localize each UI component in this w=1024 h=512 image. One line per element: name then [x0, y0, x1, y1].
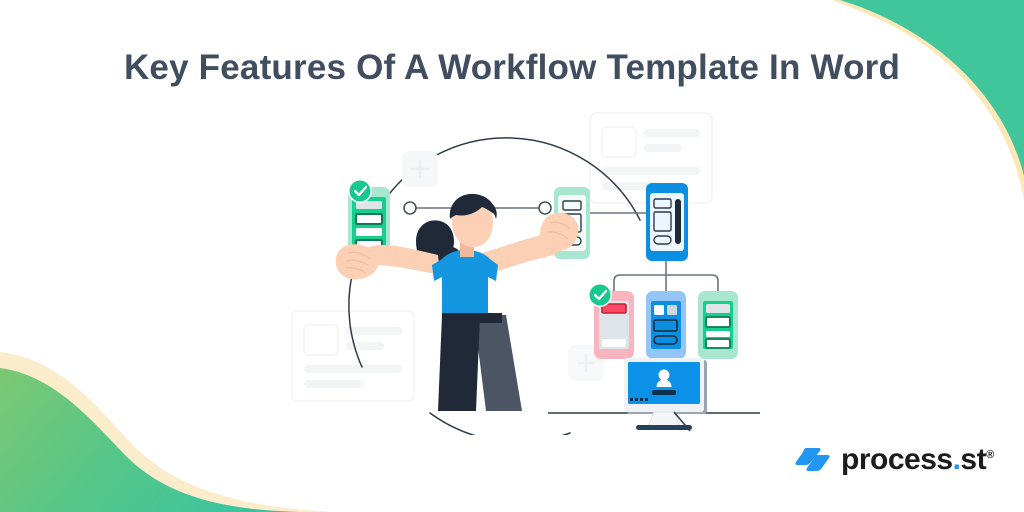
logo-word: process [841, 443, 953, 476]
top-right-cream-band [832, 0, 1024, 200]
process-st-logo-text: process.st® [841, 445, 994, 475]
monitor-status-dots [630, 398, 648, 401]
person-left-arm [359, 245, 440, 275]
ghost-card-left [291, 310, 415, 402]
monitor-base [636, 425, 692, 430]
document-card-blue[interactable] [646, 183, 688, 261]
people-figures [335, 193, 579, 411]
check-badge-green-card [348, 179, 372, 203]
logo-registered-mark: ® [986, 449, 994, 461]
top-right-green-shape [840, 0, 1024, 176]
bottom-left-green-shape [0, 368, 300, 512]
check-badge-pink-card [588, 283, 612, 307]
logo-suffix: st [960, 443, 987, 476]
person-pants-top [442, 313, 502, 323]
process-st-logo-mark [795, 448, 830, 471]
desktop-monitor[interactable] [624, 358, 707, 432]
person-hair [449, 193, 496, 219]
person-right-hand [540, 212, 579, 252]
person-front-leg [438, 315, 480, 411]
person-right-arm [482, 234, 562, 275]
person-back-leg [474, 315, 522, 411]
add-step-placeholder-top[interactable] [402, 151, 438, 187]
task-card-pink[interactable] [594, 291, 634, 359]
person-shirt [432, 250, 498, 317]
person-left-hand [335, 244, 379, 280]
monitor-avatar-icon [652, 369, 676, 395]
workflow-template-illustration [270, 95, 760, 435]
process-st-logo[interactable]: process.st® [795, 445, 994, 475]
page-title: Key Features Of A Workflow Template In W… [123, 48, 901, 87]
logo-dot: . [952, 443, 961, 476]
task-card-blue[interactable] [646, 291, 686, 359]
task-card-green[interactable] [698, 291, 738, 359]
